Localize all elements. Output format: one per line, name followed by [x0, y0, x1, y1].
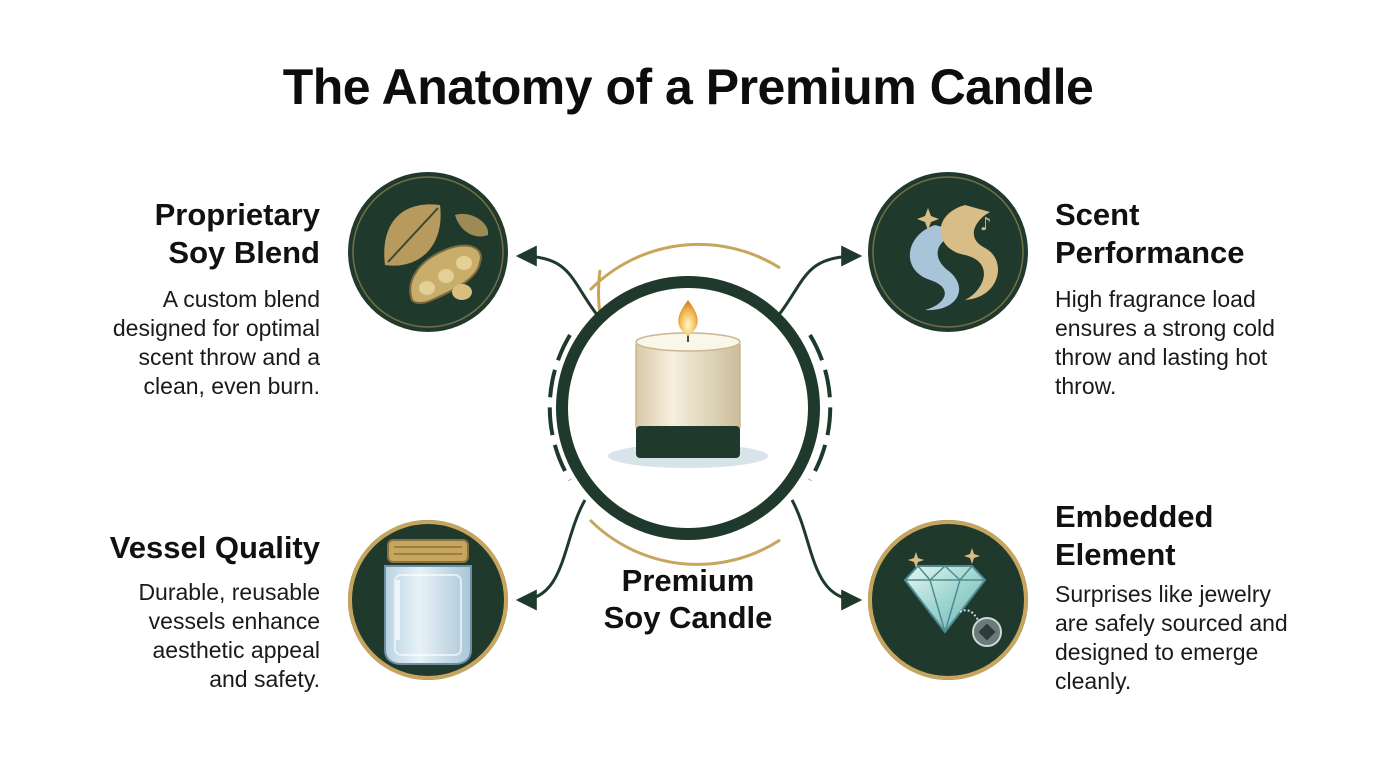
vessel-line: Durable, reusable: [138, 579, 320, 605]
svg-text:♪: ♪: [980, 214, 992, 235]
dark-arc-left: [547, 333, 572, 482]
vessel-line: and safety.: [209, 666, 320, 692]
page-title: The Anatomy of a Premium Candle: [282, 59, 1094, 115]
embedded-description: Surprises like jewelry are safely source…: [1055, 580, 1365, 696]
scent-badge: ♪: [868, 172, 1028, 332]
scent-description: High fragrance load ensures a strong col…: [1055, 285, 1355, 401]
scent-heading-line2: Performance: [1055, 235, 1245, 270]
embedded-line: cleanly.: [1055, 668, 1132, 694]
vessel-badge: [348, 520, 508, 680]
gold-arc-bottom: [588, 518, 781, 566]
embedded-heading-line2: Element: [1055, 537, 1176, 572]
soy-blend-badge: [348, 172, 508, 332]
soy-blend-line: clean, even burn.: [143, 373, 320, 399]
embedded-badge: [868, 520, 1028, 680]
embedded-line: are safely sourced and: [1055, 610, 1288, 636]
connector-vessel: [515, 499, 587, 611]
connector-soy: [515, 245, 600, 317]
soy-blend-line: A custom blend: [162, 286, 320, 312]
glass-jar-icon: [384, 539, 472, 665]
candle-icon: [608, 300, 768, 468]
connector-scent: [776, 245, 863, 317]
scent-line: throw and lasting hot: [1055, 344, 1268, 370]
connector-embedded: [790, 499, 863, 611]
soy-blend-line: designed for optimal: [112, 315, 320, 341]
embedded-line: designed to emerge: [1055, 639, 1259, 665]
soy-blend-heading-line2: Soy Blend: [168, 235, 320, 270]
soybean-leaf-icon: [384, 204, 489, 304]
soy-blend-description: A custom blend designed for optimal scen…: [40, 285, 320, 401]
center-label-line2: Soy Candle: [603, 600, 773, 635]
scent-heading-line1: Scent: [1055, 197, 1140, 232]
center-label-line1: Premium: [621, 563, 755, 598]
embedded-heading-line1: Embedded: [1055, 499, 1214, 534]
gold-arc-top: [588, 242, 781, 292]
soy-blend-heading-line1: Proprietary: [154, 197, 320, 232]
soy-blend-line: scent throw and a: [138, 344, 320, 370]
scent-line: throw.: [1055, 373, 1117, 399]
embedded-line: Surprises like jewelry: [1055, 581, 1272, 607]
scent-line: ensures a strong cold: [1055, 315, 1275, 341]
vessel-line: aesthetic appeal: [152, 637, 320, 663]
embedded-heading: Embedded Element: [1055, 498, 1335, 574]
scent-heading: Scent Performance: [1055, 196, 1335, 272]
vessel-heading: Vessel Quality: [60, 529, 320, 567]
vessel-description: Durable, reusable vessels enhance aesthe…: [40, 578, 320, 694]
connectors: [515, 245, 863, 611]
diamond-icon: [903, 548, 1002, 647]
scent-swirl-icon: ♪: [909, 205, 999, 311]
dark-arc-right: [808, 333, 833, 482]
soy-blend-heading: Proprietary Soy Blend: [60, 196, 320, 272]
vessel-line: vessels enhance: [148, 608, 320, 634]
scent-line: High fragrance load: [1055, 286, 1256, 312]
center-label: Premium Soy Candle: [588, 562, 788, 636]
vessel-heading-line1: Vessel Quality: [109, 530, 320, 565]
